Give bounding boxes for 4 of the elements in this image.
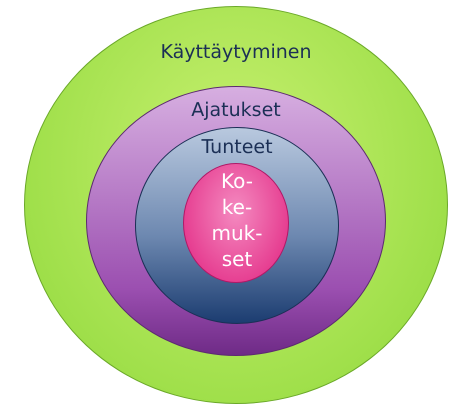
circle-label: Käyttäytyminen bbox=[159, 41, 313, 63]
circle-label: Tunteet bbox=[200, 136, 274, 158]
circle-label: Ko- ke- muk- set bbox=[210, 168, 264, 272]
circle-label: Ajatukset bbox=[190, 99, 282, 121]
